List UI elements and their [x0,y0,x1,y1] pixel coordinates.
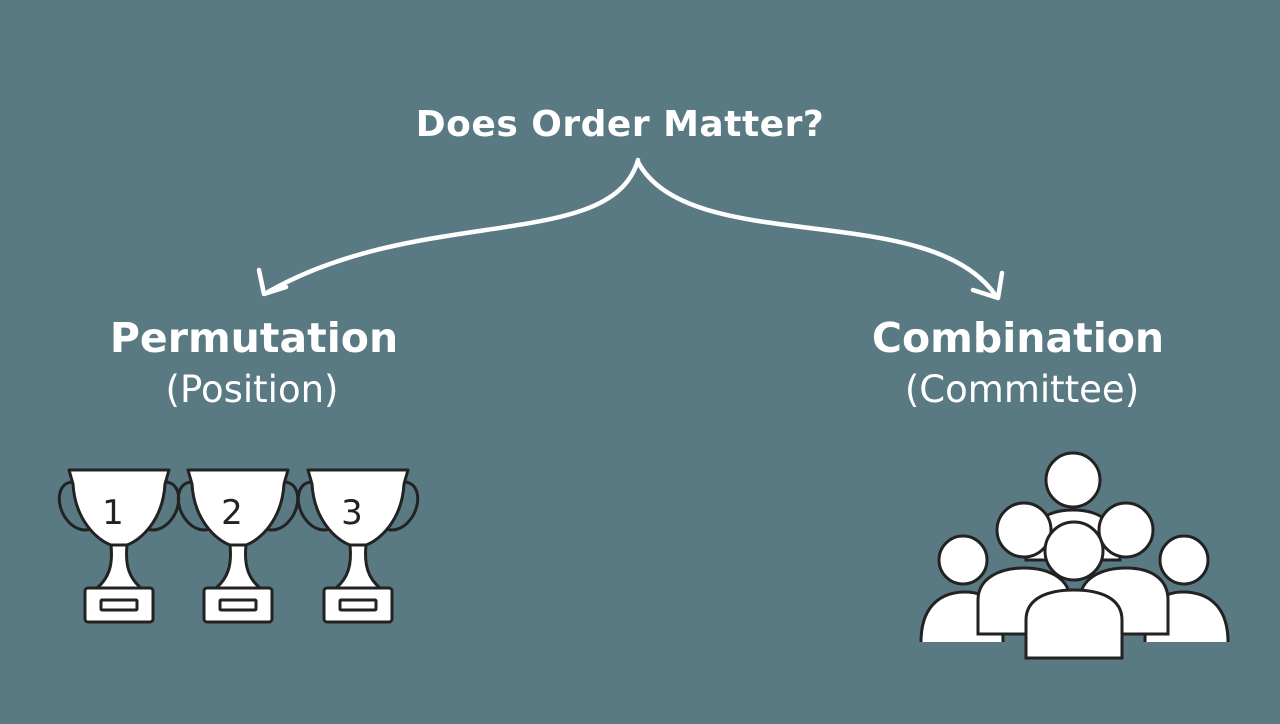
group-of-people-icon [919,451,1230,660]
person-head-mid-left [995,501,1053,559]
trophy-handle-left [296,480,333,532]
person-head-far-right [1158,534,1210,586]
arrow-to-permutation [265,157,641,295]
trophy-handle-right [144,480,181,532]
trophy-handle-right [263,480,300,532]
person-body-front [1024,588,1124,660]
question-title: Does Order Matter? [415,104,825,145]
trophy-icon: 2 [176,468,300,624]
trophy-group: 1 2 3 [57,468,420,624]
trophy-icon: 3 [296,468,420,624]
trophy-rank-label: 2 [221,493,243,533]
trophy-plaque [338,598,378,612]
person-head-mid-right [1097,501,1155,559]
arrowhead-right-icon [970,270,1005,301]
arrowhead-left-icon [256,267,289,297]
arrow-to-combination [635,159,999,299]
trophy-rank-label: 1 [102,493,124,533]
permutation-subtitle: (Position) [165,368,339,411]
permutation-title: Permutation [109,314,399,362]
branch-arrows [256,157,1005,301]
combination-subtitle: (Committee) [904,368,1140,411]
trophy-handle-left [176,480,213,532]
trophy-base [83,586,155,624]
trophy-icon: 1 [57,468,181,624]
trophy-base [322,586,394,624]
combination-title: Combination [871,314,1165,362]
trophy-plaque [99,598,139,612]
trophy-handle-right [383,480,420,532]
trophy-rank-label: 3 [341,493,363,533]
trophy-plaque [218,598,258,612]
trophy-handle-left [57,480,94,532]
person-head-top [1044,451,1102,509]
person-head-far-left [937,534,989,586]
trophy-base [202,586,274,624]
person-head-front [1043,520,1105,582]
